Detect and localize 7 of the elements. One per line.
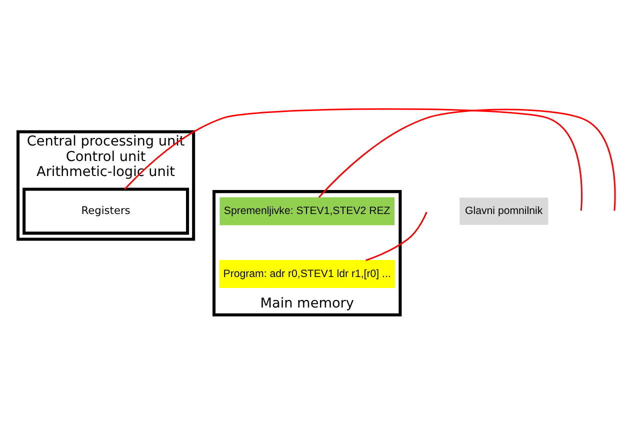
node-box: Spremenljivke: STEV1,STEV2 REZ [220,196,394,225]
node-box: Registers [22,187,190,234]
connector [366,211,428,261]
connector [124,108,582,210]
node-box: Program: adr r0,STEV1 ldr r1,[r0] ... [219,260,395,288]
connector [318,108,616,210]
label: Glavni pomnilnik [465,204,543,217]
